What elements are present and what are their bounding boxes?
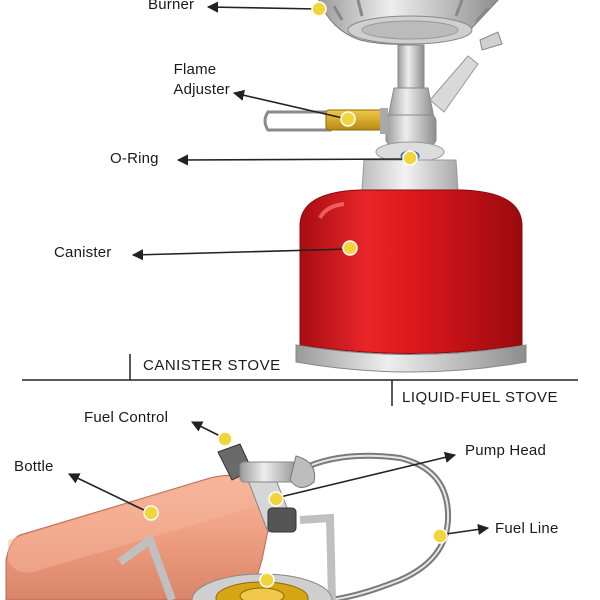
label-fuel-line: Fuel Line xyxy=(495,520,559,537)
label-flame-adjuster: Flame Adjuster xyxy=(150,60,230,100)
o-ring-leader xyxy=(176,154,409,166)
label-pump-head: Pump Head xyxy=(465,442,547,459)
marker-dots xyxy=(143,1,448,588)
o-ring-collar xyxy=(361,141,459,196)
fuel-line-hose xyxy=(298,452,452,600)
liquid-stove-burner xyxy=(117,513,336,600)
fuel-bottle xyxy=(5,469,297,600)
flame-adjuster-marker xyxy=(340,111,356,127)
section-dividers xyxy=(22,354,578,406)
stove-stem xyxy=(385,44,479,146)
o-ring-marker xyxy=(402,150,418,166)
section-canister-stove: CANISTER STOVE xyxy=(143,357,281,374)
fuel-line-marker xyxy=(432,528,448,544)
burner-nozzle-marker xyxy=(259,572,275,588)
pump-head-leader xyxy=(275,451,457,499)
pump-head-assembly xyxy=(217,443,316,488)
label-canister: Canister xyxy=(54,244,112,261)
label-burner: Burner xyxy=(148,0,195,13)
label-fuel-control: Fuel Control xyxy=(84,409,169,426)
bottle-marker xyxy=(143,505,159,521)
fuel-control-marker xyxy=(217,431,233,447)
burner-leader xyxy=(206,1,319,13)
burner-head xyxy=(318,0,503,51)
canister-marker xyxy=(342,240,358,256)
flame-adjuster-valve xyxy=(263,108,388,134)
label-flame-line2: Adjuster xyxy=(173,81,230,98)
burner-marker xyxy=(311,1,327,17)
canister-leader xyxy=(131,248,351,261)
section-liquid-fuel-stove: LIQUID-FUEL STOVE xyxy=(402,389,559,406)
canister-body xyxy=(295,189,527,373)
flame-adjuster-leader xyxy=(232,89,348,120)
pump-head-marker xyxy=(268,491,284,507)
label-o-ring: O-Ring xyxy=(110,150,159,167)
label-flame-line1: Flame xyxy=(173,61,217,78)
bottle-leader xyxy=(67,473,151,514)
label-bottle: Bottle xyxy=(14,458,54,475)
